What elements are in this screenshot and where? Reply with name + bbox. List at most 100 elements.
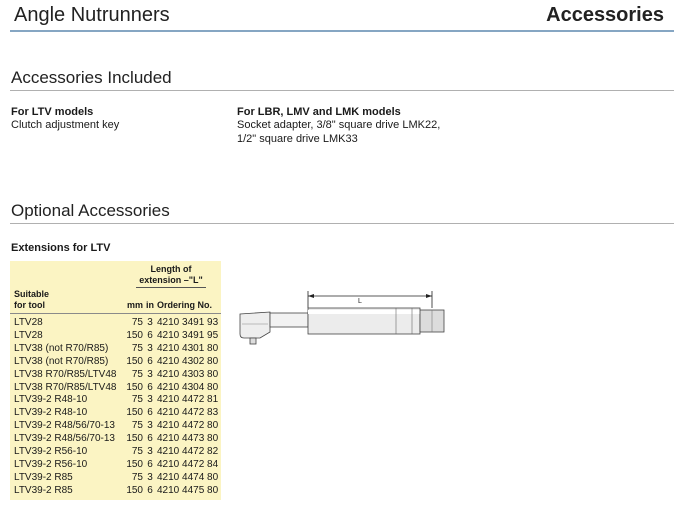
mm-cell: 75 — [131, 471, 143, 483]
mm-cell: 150 — [126, 458, 143, 470]
tool-cell: LTV28 — [14, 329, 43, 341]
ltv-included-item: Clutch adjustment key — [11, 119, 120, 131]
length-header-line-1: Length of — [150, 264, 192, 274]
page-title: Angle Nutrunners — [14, 4, 170, 26]
tool-cell: LTV39-2 R85 — [14, 471, 73, 483]
mm-cell: 75 — [131, 368, 143, 380]
lbr-included-heading: For LBR, LMV and LMK models — [237, 106, 401, 118]
tool-cell: LTV38 R70/R85/LTV48 — [14, 381, 117, 393]
suitable-header-line-1: Suitable — [14, 289, 50, 299]
tool-cell: LTV39-2 R48/56/70-13 — [14, 420, 115, 432]
mm-cell: 75 — [131, 420, 143, 432]
ordering-cell: 4210 4472 84 — [157, 458, 219, 470]
tool-cell: LTV28 — [14, 317, 43, 328]
suitable-header-line-2: for tool — [10, 300, 121, 314]
in-cell: 3 — [147, 317, 153, 328]
ordering-cell: 4210 4473 80 — [157, 433, 219, 445]
dimension-label: L — [358, 298, 362, 305]
table-row: LTV38 R70/R85/LTV48 75 3 4210 4303 80 — [10, 369, 221, 382]
in-cell: 6 — [147, 484, 153, 496]
section-title-accessories-included: Accessories Included — [11, 68, 172, 87]
ordering-cell: 4210 3491 95 — [157, 329, 219, 341]
section-title-optional-accessories: Optional Accessories — [11, 201, 170, 220]
table-row: LTV39-2 R56-10 75 3 4210 4472 82 — [10, 446, 221, 459]
in-cell: 3 — [147, 420, 153, 432]
tool-cell: LTV39-2 R48-10 — [14, 394, 88, 406]
mm-cell: 150 — [126, 381, 143, 393]
in-cell: 6 — [147, 407, 153, 419]
ordering-cell: 4210 4472 83 — [157, 407, 219, 419]
mm-cell: 150 — [126, 407, 143, 419]
ordering-cell: 4210 4472 80 — [157, 420, 219, 432]
table-row: LTV39-2 R85 75 3 4210 4474 80 — [10, 472, 221, 485]
table-row: LTV39-2 R48-10 150 6 4210 4472 83 — [10, 407, 221, 420]
tool-cell: LTV39-2 R85 — [14, 484, 73, 496]
page-section-title: Accessories — [546, 4, 664, 26]
mm-cell: 150 — [126, 355, 143, 367]
in-cell: 3 — [147, 368, 153, 380]
lbr-included-block: For LBR, LMV and LMK models Socket adapt… — [237, 106, 440, 146]
in-cell: 6 — [147, 433, 153, 445]
extensions-table: Length of extension –"L" Suitable for to… — [10, 261, 221, 500]
in-cell: 6 — [147, 458, 153, 470]
length-header: Length of extension –"L" — [121, 261, 221, 289]
tool-cell: LTV39-2 R56-10 — [14, 446, 88, 458]
table-row: LTV39-2 R48/56/70-13 75 3 4210 4472 80 — [10, 420, 221, 433]
tool-cell: LTV38 R70/R85/LTV48 — [14, 368, 117, 380]
table-row: LTV38 R70/R85/LTV48 150 6 4210 4304 80 — [10, 382, 221, 395]
in-cell: 6 — [147, 329, 153, 341]
mm-cell: 150 — [126, 433, 143, 445]
lbr-included-line-2: 1/2" square drive LMK33 — [237, 133, 358, 145]
in-cell: 3 — [147, 342, 153, 354]
in-cell: 3 — [147, 446, 153, 458]
angle-head-neck — [269, 312, 309, 328]
mm-cell: 75 — [131, 446, 143, 458]
in-cell: 6 — [147, 355, 153, 367]
table-row: LTV38 (not R70/R85) 150 6 4210 4302 80 — [10, 356, 221, 369]
dimension-arrow-right — [426, 294, 432, 298]
table-row: LTV38 (not R70/R85) 75 3 4210 4301 80 — [10, 343, 221, 356]
tool-cell: LTV39-2 R48-10 — [14, 407, 88, 419]
table-row: LTV28 75 3 4210 3491 93 — [10, 314, 221, 330]
in-header: in — [143, 300, 157, 314]
tool-cell: LTV38 (not R70/R85) — [14, 355, 109, 367]
ltv-included-block: For LTV models Clutch adjustment key — [11, 106, 119, 132]
ordering-cell: 4210 4303 80 — [157, 368, 219, 380]
tool-cell: LTV39-2 R56-10 — [14, 458, 88, 470]
in-cell: 3 — [147, 394, 153, 406]
lbr-included-line-1: Socket adapter, 3/8" square drive LMK22, — [237, 119, 441, 131]
length-header-line-2: extension –"L" — [139, 275, 203, 285]
ltv-included-heading: For LTV models — [11, 106, 94, 118]
mm-cell: 75 — [131, 342, 143, 354]
in-cell: 6 — [147, 381, 153, 393]
tool-cell: LTV38 (not R70/R85) — [14, 342, 109, 354]
mm-cell: 150 — [126, 329, 143, 341]
table-row: LTV39-2 R85 150 6 4210 4475 80 — [10, 485, 221, 500]
ordering-cell: 4210 4301 80 — [157, 342, 219, 354]
ordering-cell: 4210 4475 80 — [157, 484, 219, 496]
ordering-cell: 4210 3491 93 — [157, 317, 219, 328]
in-cell: 3 — [147, 471, 153, 483]
mm-cell: 75 — [131, 317, 143, 328]
tool-cell: LTV39-2 R48/56/70-13 — [14, 433, 115, 445]
square-drive — [249, 337, 257, 345]
table-row: LTV39-2 R48/56/70-13 150 6 4210 4473 80 — [10, 433, 221, 446]
ordering-header: Ordering No. — [157, 300, 221, 314]
extensions-title: Extensions for LTV — [11, 242, 111, 254]
angle-head — [239, 311, 271, 339]
section-rule — [10, 223, 674, 224]
ordering-cell: 4210 4472 82 — [157, 446, 219, 458]
extension-diagram: L — [239, 291, 445, 345]
section-rule — [10, 90, 674, 91]
ordering-cell: 4210 4474 80 — [157, 471, 219, 483]
ordering-cell: 4210 4302 80 — [157, 355, 219, 367]
mm-cell: 150 — [126, 484, 143, 496]
table-row: LTV28 150 6 4210 3491 95 — [10, 330, 221, 343]
header-rule — [10, 30, 674, 32]
ordering-cell: 4210 4304 80 — [157, 381, 219, 393]
dimension-arrow-left — [308, 294, 314, 298]
mm-header: mm — [121, 300, 143, 314]
table-row: LTV39-2 R56-10 150 6 4210 4472 84 — [10, 459, 221, 472]
length-header-rule — [136, 287, 206, 288]
